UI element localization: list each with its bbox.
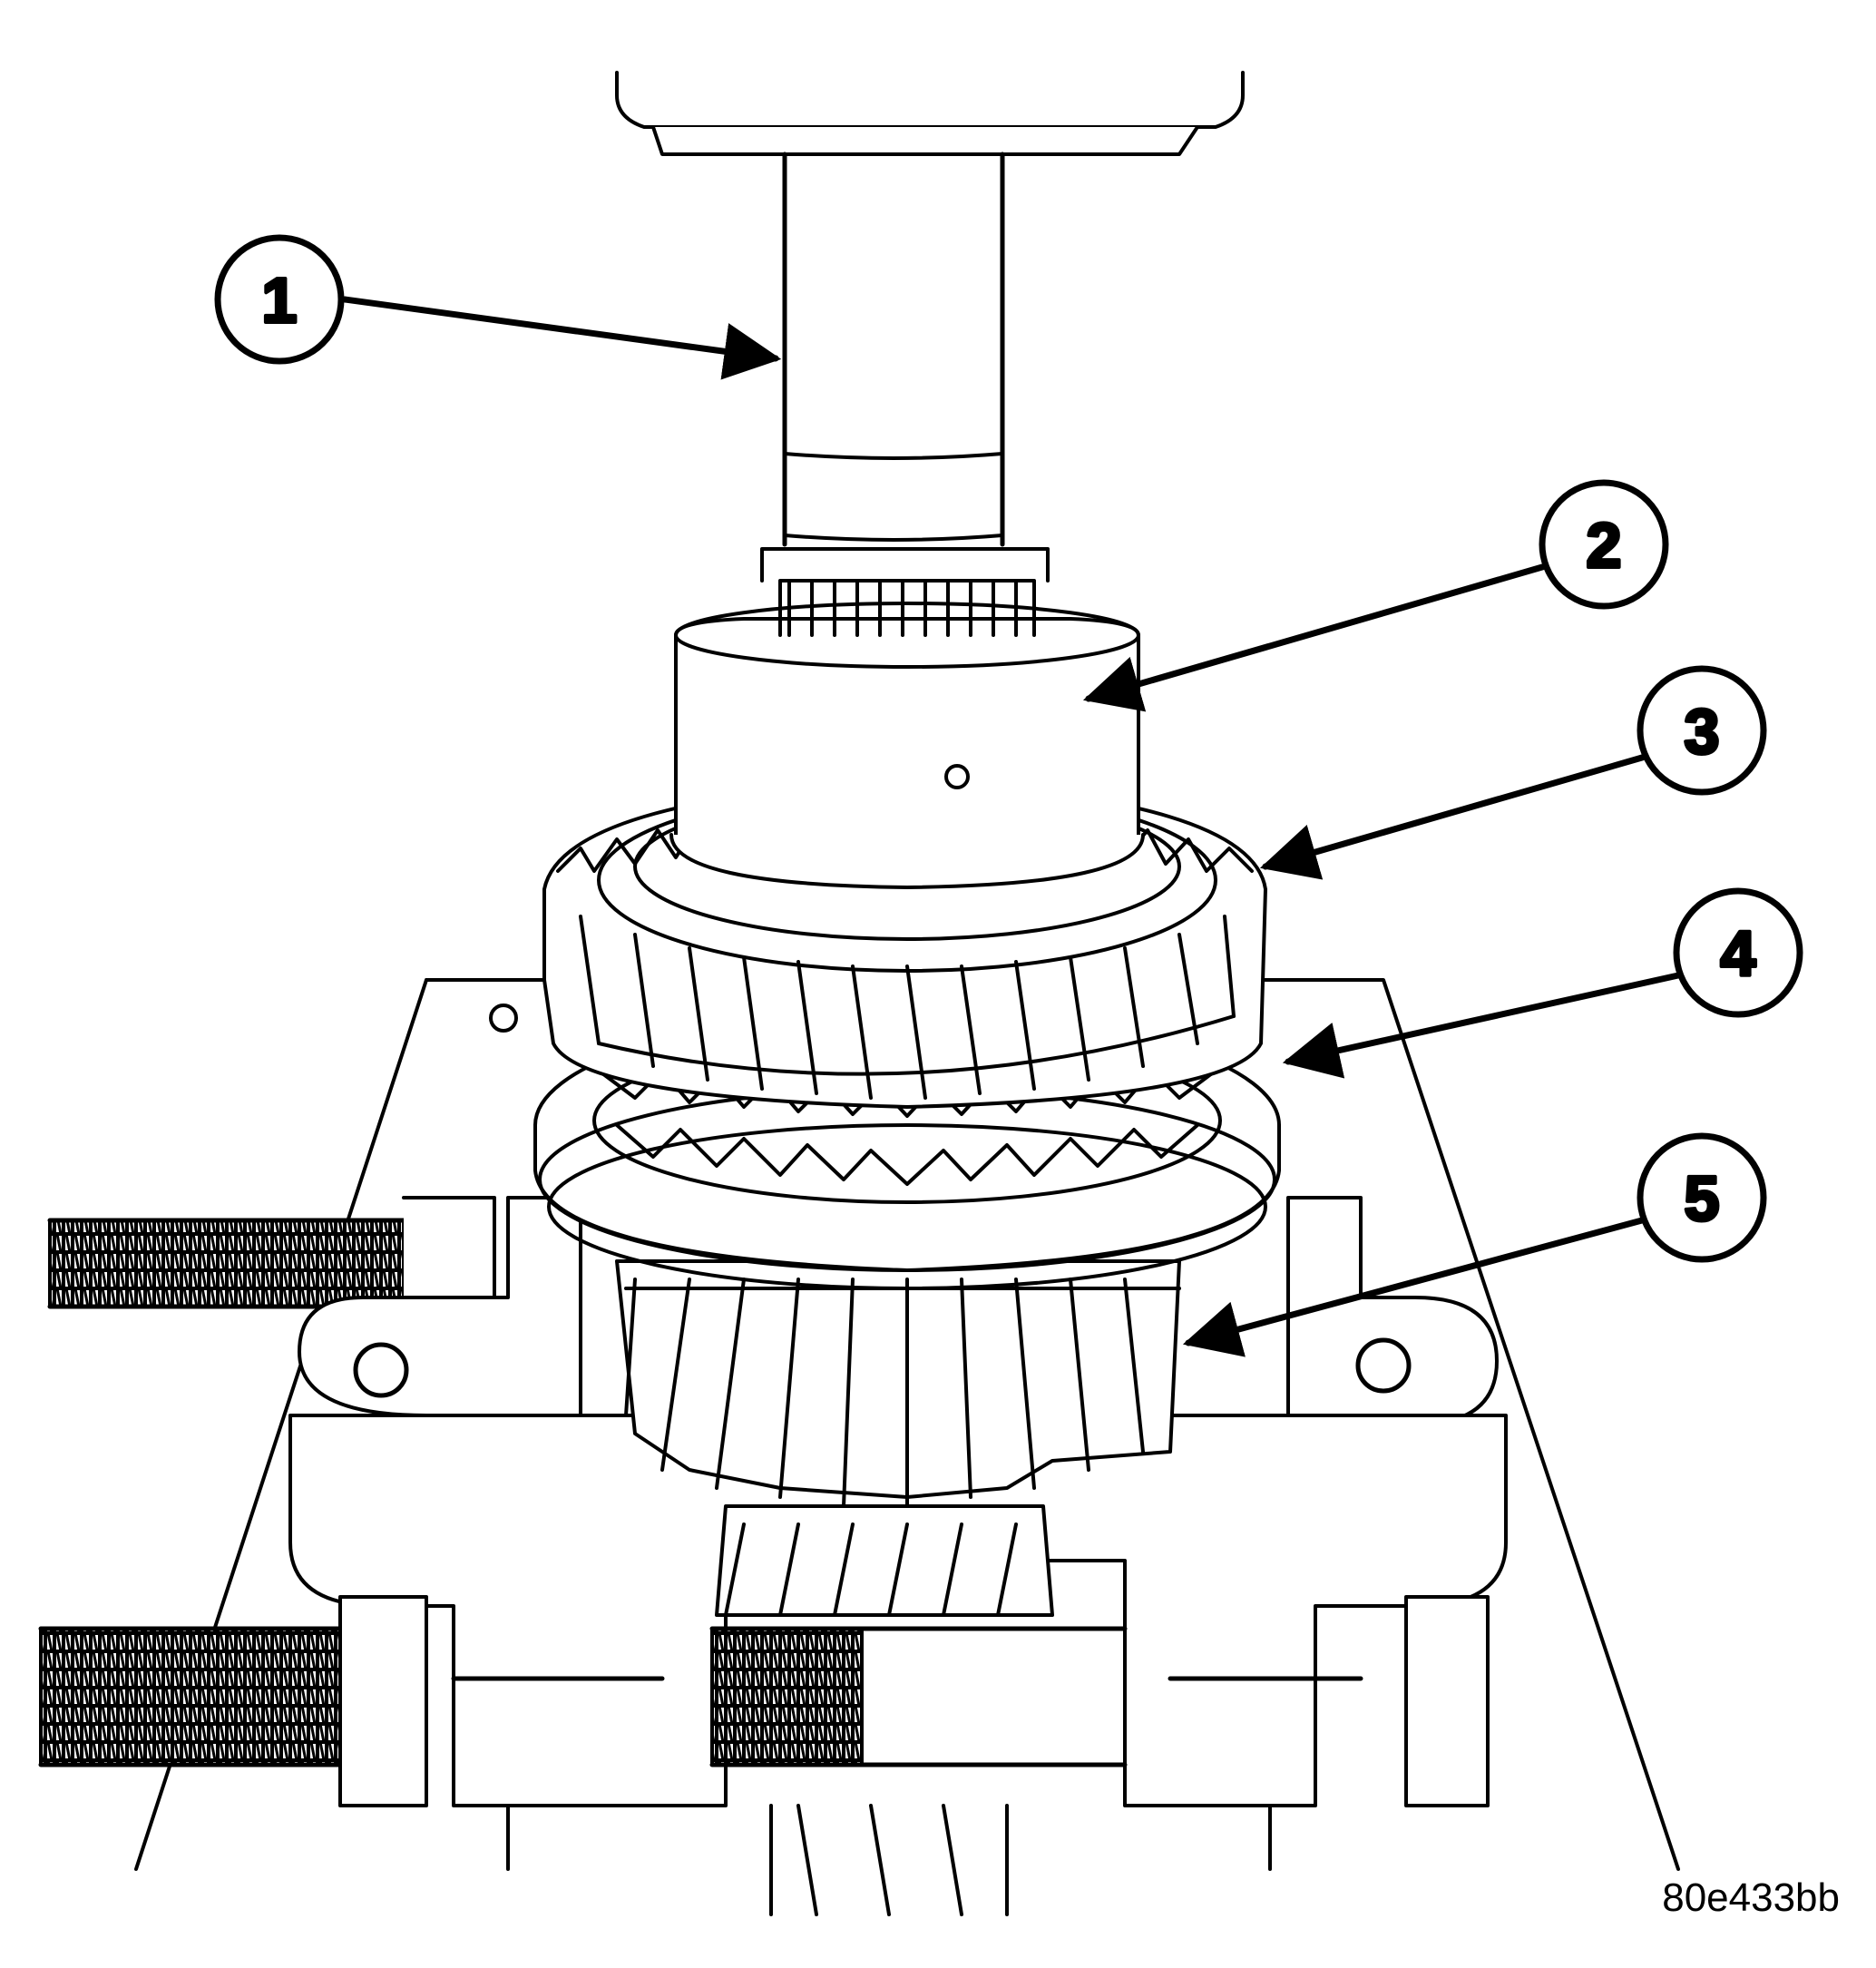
callout-4: 4 [1673,887,1803,1018]
callout-1-label: 1 [262,265,298,336]
figure-code: 80e433bb [1662,1875,1840,1920]
callout-3: 3 [1637,665,1767,796]
leader-arrows [341,296,1682,1357]
callout-4-label: 4 [1721,918,1756,989]
lower-shaft [769,1804,1009,1916]
callout-1: 1 [214,234,345,365]
leader-arrow-1 [341,296,782,380]
lower-gear [615,1259,1181,1617]
callout-3-label: 3 [1685,696,1720,767]
callout-5: 5 [1637,1132,1767,1263]
callout-2: 2 [1539,479,1669,610]
lower-threaded-rod [38,1595,1490,1807]
leader-arrow-3 [1259,754,1646,880]
sleeve [669,547,1145,889]
callout-5-label: 5 [1685,1163,1720,1234]
leader-arrow-2 [1082,563,1546,712]
upper-threaded-rod [47,1196,496,1309]
leader-arrow-4 [1282,972,1682,1079]
bearing-splitter [288,1196,1508,1807]
press-ram [615,71,1245,547]
leader-arrow-5 [1182,1217,1646,1357]
callout-2-label: 2 [1587,510,1622,581]
